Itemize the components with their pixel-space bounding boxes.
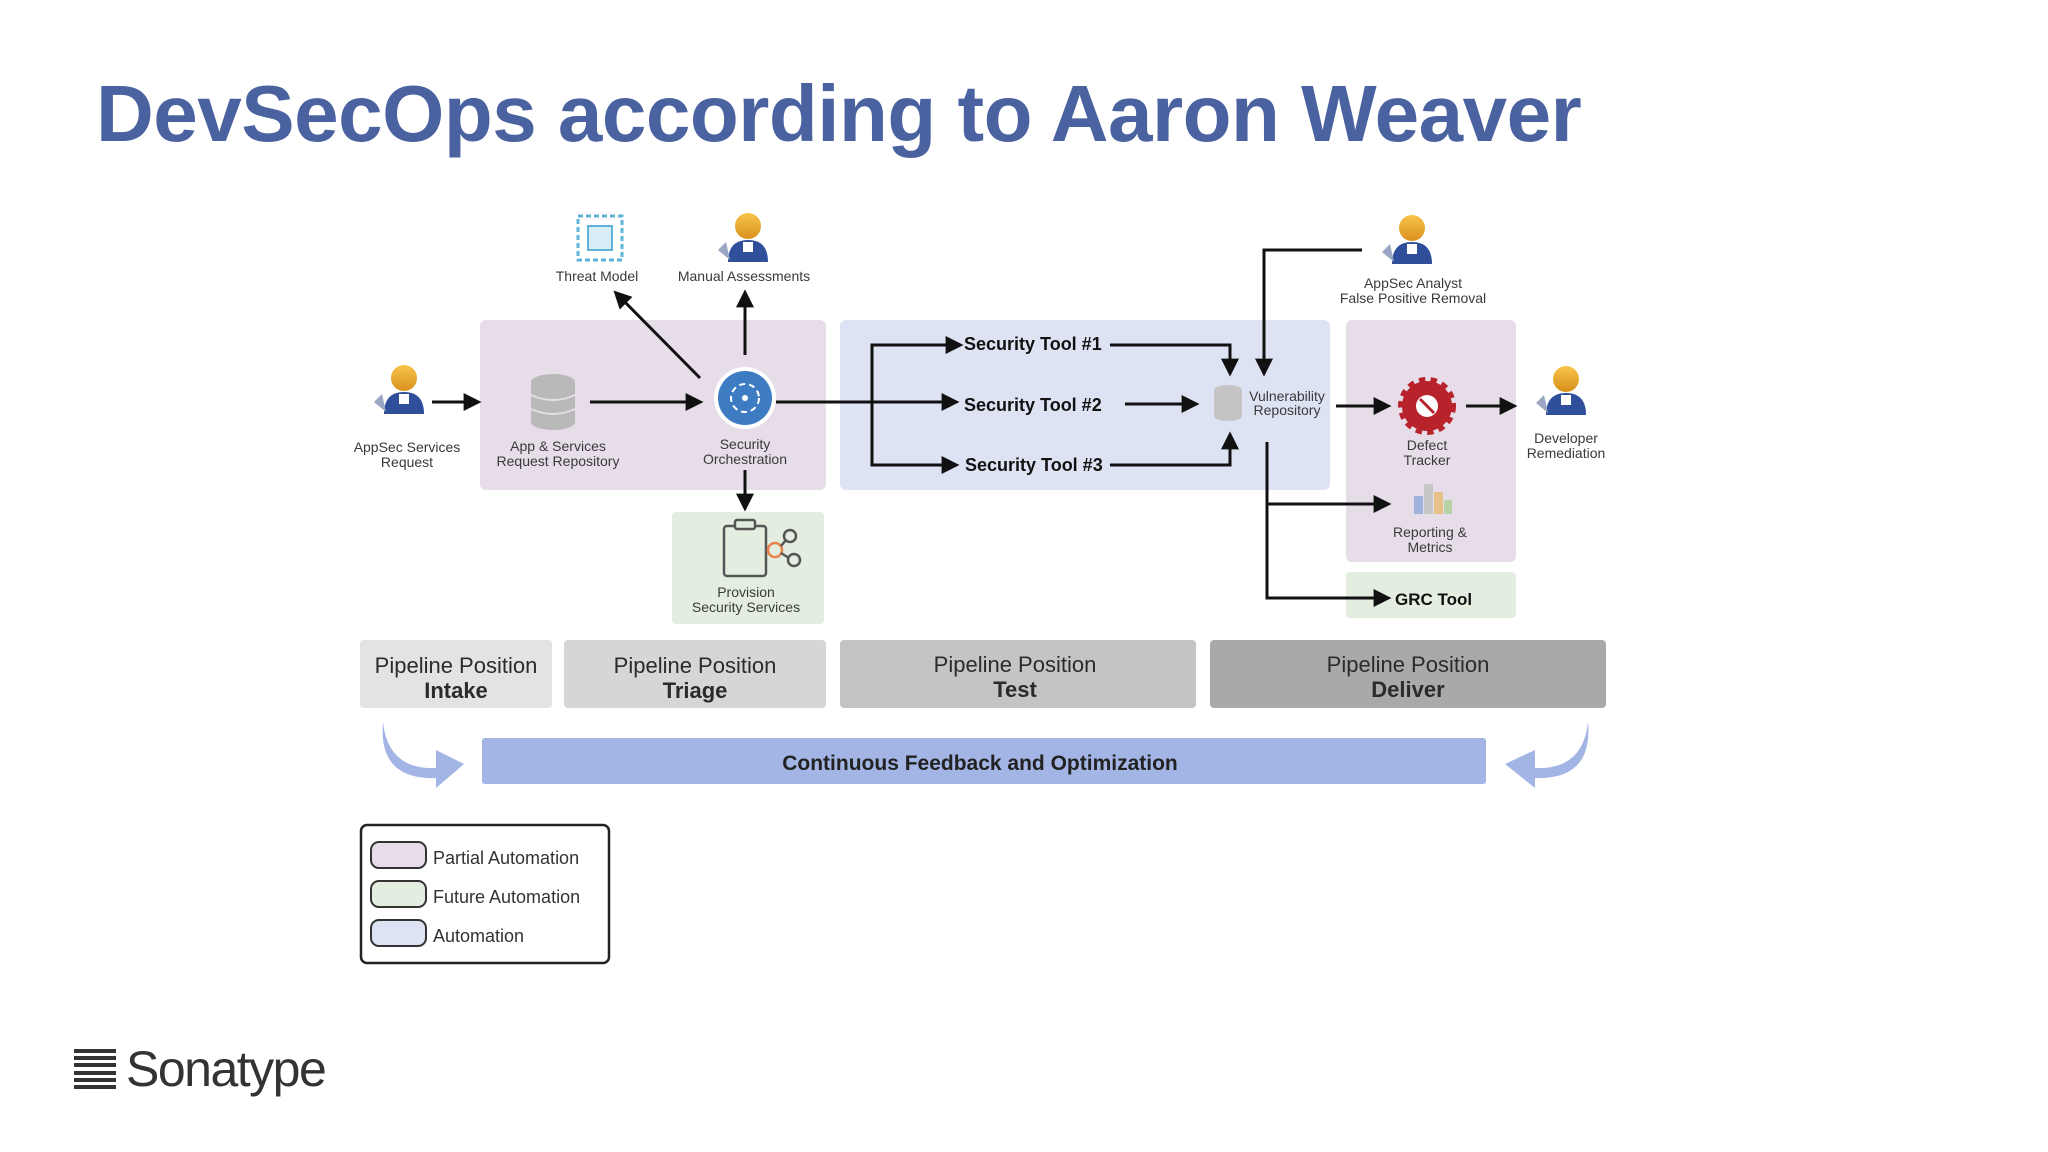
svg-text:Pipeline Position: Pipeline Position <box>375 653 538 678</box>
database-icon <box>530 374 576 430</box>
pipeline-test: Pipeline Position Test <box>840 640 1196 708</box>
legend-swatch-partial <box>370 841 427 869</box>
provision-label-2: Security Services <box>692 599 800 615</box>
defect-tracker-gear-icon <box>1398 377 1456 435</box>
reporting-metrics-label-1: Reporting & <box>1393 524 1468 540</box>
reporting-metrics-icon <box>1414 484 1452 514</box>
appsec-analyst-person-icon <box>1382 215 1432 264</box>
vulnerability-database-icon <box>1214 385 1242 421</box>
reporting-metrics-label-2: Metrics <box>1407 539 1452 555</box>
manual-assessments-person-icon <box>718 213 768 262</box>
security-tool-2: Security Tool #2 <box>964 395 1102 415</box>
feedback-bar <box>482 738 1486 784</box>
provision-icon <box>722 518 802 578</box>
svg-text:Intake: Intake <box>424 678 488 703</box>
appsec-request-label-2: Request <box>381 454 433 470</box>
automation-region-test <box>840 320 1330 490</box>
pipeline-intake: Pipeline Position Intake <box>360 640 552 708</box>
pipeline-deliver: Pipeline Position Deliver <box>1210 640 1606 708</box>
security-tool-3: Security Tool #3 <box>965 455 1103 475</box>
provision-label-1: Provision <box>717 584 775 600</box>
svg-text:Pipeline Position: Pipeline Position <box>614 653 777 678</box>
feedback-curved-arrow-left <box>382 722 464 788</box>
feedback-curved-arrow-right <box>1505 722 1589 788</box>
slide-title: DevSecOps according to Aaron Weaver <box>96 69 1582 158</box>
svg-text:Test: Test <box>993 677 1037 702</box>
legend-label-future: Future Automation <box>433 887 580 907</box>
legend-swatch-automation <box>370 919 427 947</box>
appsec-analyst-label-2: False Positive Removal <box>1340 290 1486 306</box>
svg-text:Triage: Triage <box>663 678 728 703</box>
appsec-analyst-label-1: AppSec Analyst <box>1364 275 1462 291</box>
vulnerability-repository-label-1: Vulnerability <box>1249 388 1325 404</box>
svg-text:Pipeline Position: Pipeline Position <box>1327 652 1490 677</box>
feedback-label: Continuous Feedback and Optimization <box>782 752 1178 775</box>
security-tool-1: Security Tool #1 <box>964 334 1102 354</box>
request-repository-label-1: App & Services <box>510 438 606 454</box>
request-repository-label-2: Request Repository <box>497 453 620 469</box>
legend-label-partial: Partial Automation <box>433 848 579 868</box>
developer-remediation-label-2: Remediation <box>1527 445 1606 461</box>
appsec-request-person-icon <box>374 365 424 414</box>
pipeline-triage: Pipeline Position Triage <box>564 640 826 708</box>
developer-remediation-label-1: Developer <box>1534 430 1598 446</box>
logo-text: Sonatype <box>126 1041 327 1097</box>
developer-person-icon <box>1536 366 1586 415</box>
grc-tool-label: GRC Tool <box>1395 590 1472 609</box>
sonatype-logo: Sonatype <box>74 1040 327 1098</box>
manual-assessments-label: Manual Assessments <box>678 268 810 284</box>
svg-text:Deliver: Deliver <box>1371 677 1445 702</box>
legend-label-automation: Automation <box>433 926 524 946</box>
orchestration-icon <box>714 367 776 429</box>
defect-tracker-label-2: Tracker <box>1404 452 1451 468</box>
legend: Partial Automation Future Automation Aut… <box>359 823 611 965</box>
flow-arrows <box>432 248 1518 607</box>
svg-text:Pipeline Position: Pipeline Position <box>934 652 1097 677</box>
legend-swatch-future <box>370 880 427 908</box>
security-orchestration-label-1: Security <box>720 436 771 452</box>
defect-tracker-label-1: Defect <box>1407 437 1448 453</box>
vulnerability-repository-label-2: Repository <box>1254 402 1321 418</box>
sonatype-logo-mark-icon <box>74 1049 116 1089</box>
appsec-request-label-1: AppSec Services <box>354 439 461 455</box>
security-orchestration-label-2: Orchestration <box>703 451 787 467</box>
threat-model-icon <box>576 214 624 262</box>
partial-automation-region-triage <box>480 320 826 490</box>
threat-model-label: Threat Model <box>556 268 638 284</box>
